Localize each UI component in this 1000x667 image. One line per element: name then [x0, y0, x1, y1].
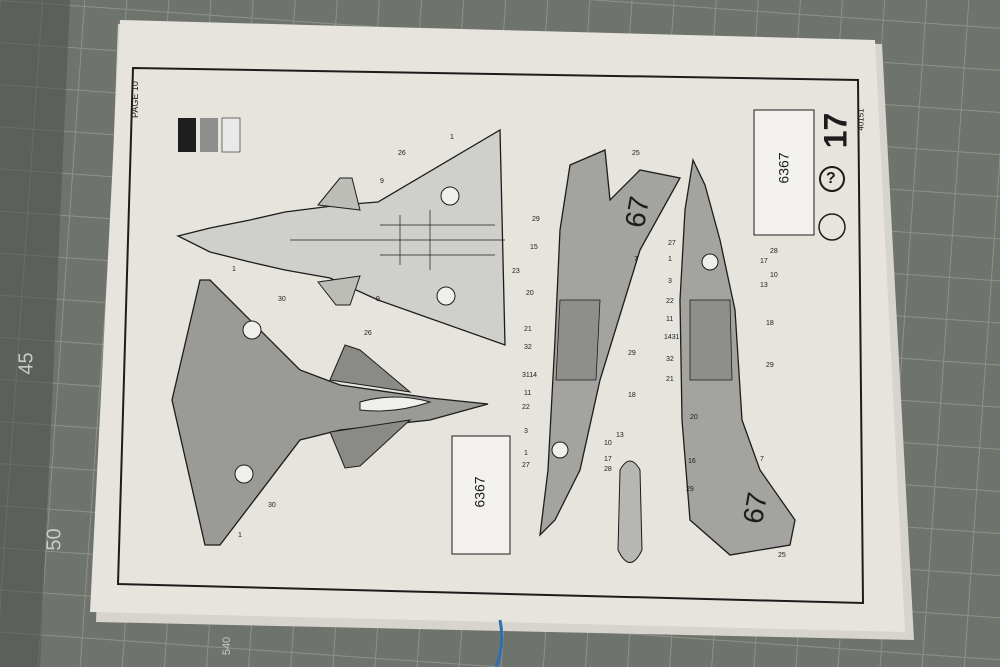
aircraft-top-view	[176, 128, 506, 346]
callout-side-a-27: 27	[522, 462, 530, 469]
drop-tank	[617, 460, 643, 563]
callout-side-a-17: 17	[604, 456, 612, 463]
swatch-light	[221, 117, 241, 153]
callout-side-b-29b: 29	[686, 486, 694, 493]
callout-side-a-3114: 3114	[522, 372, 538, 379]
callout-top-9a: 9	[380, 178, 384, 185]
callout-side-b-22: 22	[666, 298, 674, 305]
callout-side-b-28: 28	[770, 248, 778, 255]
callout-side-a-18: 18	[628, 392, 636, 399]
callout-top-26a: 26	[398, 150, 406, 157]
callout-side-b-7: 7	[760, 456, 764, 463]
callout-top-23: 23	[512, 268, 520, 275]
doc-number: 40151	[856, 108, 866, 131]
mat-shadow-left	[0, 0, 70, 667]
callout-bottom-1a: 1	[232, 266, 236, 273]
callout-side-b-27: 27	[668, 240, 676, 247]
aircraft-side-view-lower	[679, 157, 796, 556]
callout-side-a-15: 15	[530, 244, 538, 251]
callout-side-a-21: 21	[524, 326, 532, 333]
tail-code-lower: 67	[737, 489, 774, 526]
callout-side-a-32: 32	[524, 344, 532, 351]
callout-side-b-1: 1	[668, 256, 672, 263]
callout-side-a-20: 20	[526, 290, 534, 297]
callout-side-b-21: 21	[666, 376, 674, 383]
callout-side-b-25: 25	[778, 552, 786, 559]
callout-side-a-7: 7	[634, 256, 638, 263]
callout-side-a-3: 3	[524, 428, 528, 435]
callout-side-b-13: 13	[760, 282, 768, 289]
blue-thread	[494, 619, 504, 667]
tail-code-upper: 67	[619, 193, 656, 230]
callout-side-a-22: 22	[522, 404, 530, 411]
ruler-mark-45: 45	[15, 352, 38, 375]
callout-side-a-1: 1	[524, 450, 528, 457]
callout-side-a-25: 25	[632, 150, 640, 157]
aircraft-side-view-upper	[539, 149, 682, 537]
decal-number-lower: 6367	[471, 476, 488, 508]
callout-side-b-3: 3	[668, 278, 672, 285]
callout-side-a-28: 28	[604, 466, 612, 473]
callout-side-b-10: 10	[770, 272, 778, 279]
callout-side-b-17: 17	[760, 258, 768, 265]
page-frame	[116, 66, 865, 605]
ruler-mark-50: 50	[43, 528, 66, 551]
aircraft-bottom-view	[171, 279, 489, 546]
page-label: PAGE 10	[130, 81, 140, 118]
callout-top-26b: 26	[364, 330, 372, 337]
callout-side-b-20: 20	[690, 414, 698, 421]
callout-bottom-30b: 30	[268, 502, 276, 509]
callout-side-a-10: 10	[604, 440, 612, 447]
callout-side-b-29: 29	[766, 362, 774, 369]
callout-side-a-13: 13	[616, 432, 624, 439]
callout-top-9b: 9	[376, 296, 380, 303]
callout-side-b-16: 16	[688, 458, 696, 465]
help-symbol: ?	[826, 170, 836, 187]
callout-bottom-30a: 30	[278, 296, 286, 303]
callout-side-b-18: 18	[766, 320, 774, 327]
callout-side-a-29: 29	[532, 216, 540, 223]
swatch-black	[178, 118, 196, 152]
decal-panel-lower	[451, 435, 511, 555]
callout-bottom-1b: 1	[238, 532, 242, 539]
callout-side-b-1431: 1431	[664, 334, 680, 341]
callout-side-b-11: 11	[666, 316, 674, 323]
ruler-mark-540: 540	[221, 636, 234, 656]
help-circle	[819, 166, 845, 192]
swatch-grey	[200, 118, 218, 152]
step-number: 17	[817, 112, 854, 149]
callout-top-1: 1	[450, 134, 454, 141]
decal-number-upper: 6367	[775, 152, 792, 184]
callout-side-a-11: 11	[524, 390, 532, 397]
kit-logo	[818, 213, 846, 241]
decal-panel-upper	[753, 109, 815, 236]
callout-side-a-29b: 29	[628, 350, 636, 357]
callout-side-b-32: 32	[666, 356, 674, 363]
